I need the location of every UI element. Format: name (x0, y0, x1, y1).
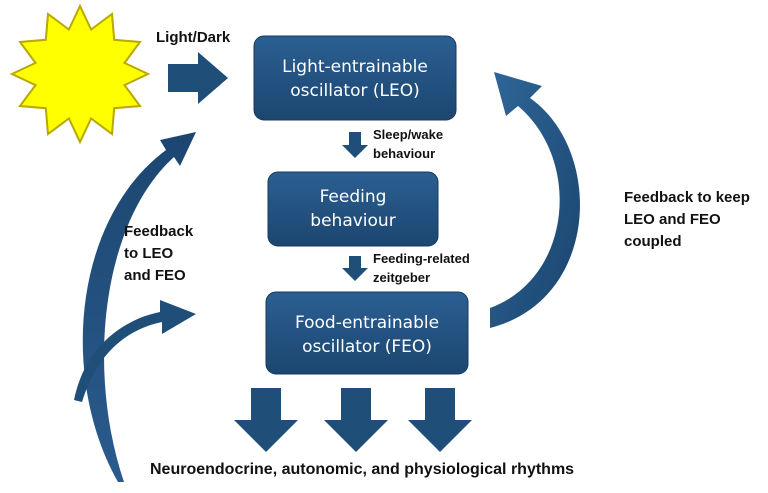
feo-box: Food-entrainable oscillator (FEO) (265, 291, 469, 375)
rhythms-label: Neuroendocrine, autonomic, and physiolog… (150, 461, 574, 478)
feedback-to-feo-arrow (74, 300, 196, 402)
leo-box-line2: oscillator (LEO) (290, 81, 420, 101)
feeding-box-line2: behaviour (310, 211, 395, 231)
feeding-related-label-line2: zeitgeber (373, 270, 430, 285)
output-arrow-middle (324, 388, 388, 452)
output-arrow-right (408, 388, 472, 452)
feeding-zeitgeber-arrow (342, 256, 368, 281)
feedback-to-leo-arrow (82, 132, 196, 482)
feeding-box-line1: Feeding (320, 187, 387, 207)
light-dark-label: Light/Dark (156, 29, 231, 46)
feedback-left-label-line1: Feedback (124, 223, 194, 240)
leo-box: Light-entrainable oscillator (LEO) (253, 35, 457, 121)
feedback-right-label-line2: LEO and FEO (624, 211, 721, 228)
output-arrow-left (234, 388, 298, 452)
sleep-wake-arrow (342, 132, 368, 158)
sleep-wake-label-line2: behaviour (373, 146, 435, 161)
feedback-right-label-line1: Feedback to keep (624, 189, 750, 206)
feo-box-line1: Food-entrainable (295, 313, 439, 333)
feedback-left-label-line2: to LEO (124, 245, 173, 262)
feedback-coupling-arrow (490, 72, 580, 328)
sun-icon (9, 3, 151, 145)
light-dark-arrow (168, 52, 228, 104)
feo-box-line2: oscillator (FEO) (302, 337, 432, 357)
feedback-right-label-line3: coupled (624, 233, 682, 250)
feeding-behaviour-box: Feeding behaviour (267, 171, 439, 247)
feedback-left-label-line3: and FEO (124, 267, 186, 284)
feeding-related-label-line1: Feeding-related (373, 251, 470, 266)
leo-box-line1: Light-entrainable (282, 57, 428, 77)
sleep-wake-label-line1: Sleep/wake (373, 127, 443, 142)
